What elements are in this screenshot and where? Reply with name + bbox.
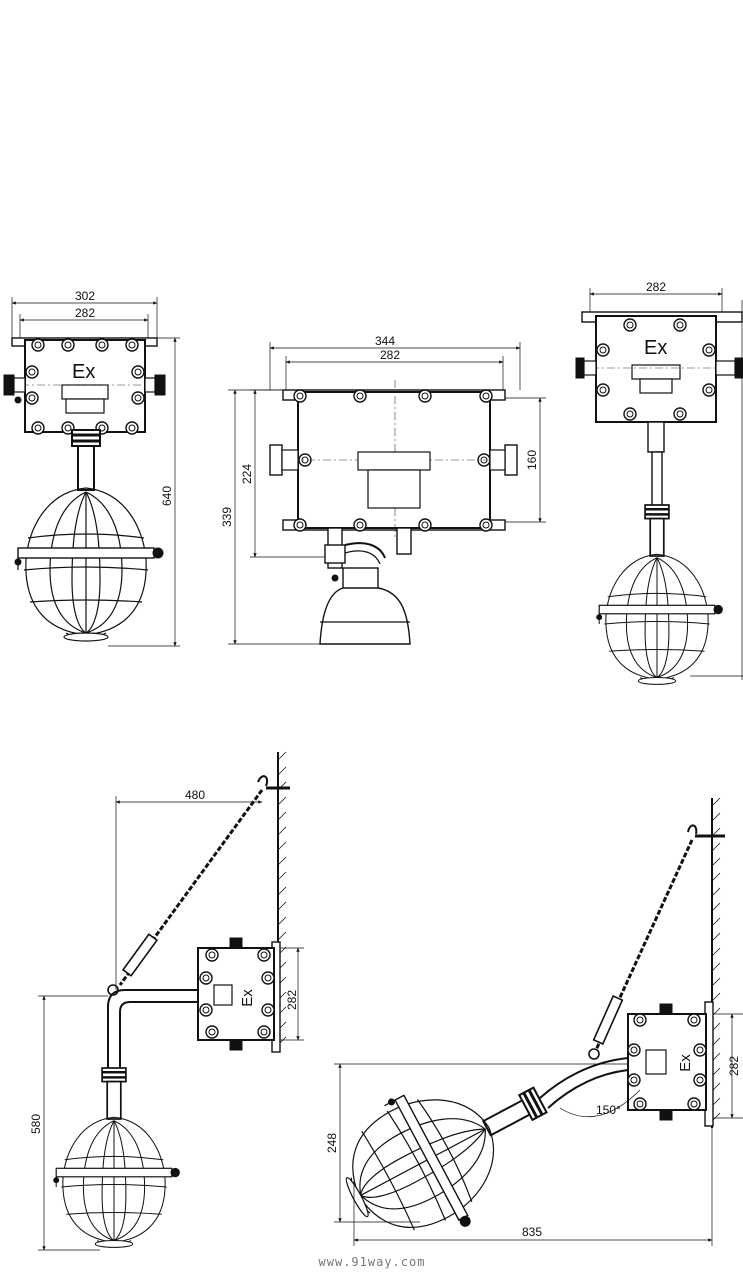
dim-front-inner-width: 282 xyxy=(19,306,149,340)
right-view: 282 Ex xyxy=(575,280,743,686)
dim-front-outer-width: 302 xyxy=(11,289,158,345)
dim-side-outer-width: 344 xyxy=(269,334,521,390)
dim-pendant-reach: 480 xyxy=(115,788,263,990)
angled-junction-box xyxy=(627,1013,707,1111)
dim-angled-reach: 835 xyxy=(353,1128,713,1246)
side-dim-224: 224 xyxy=(240,464,254,484)
support-arm-left xyxy=(107,989,198,1070)
dim-angled-drop: 248 xyxy=(325,1063,628,1223)
angled-angle-label: 150° xyxy=(596,1103,621,1117)
watermark: www.91way.com xyxy=(319,1255,426,1269)
pendant-dim-282: 282 xyxy=(285,990,299,1010)
side-dim-344: 344 xyxy=(375,334,395,348)
angled-dim-248: 248 xyxy=(325,1133,339,1153)
right-ex-mark: Ex xyxy=(644,337,667,359)
turnbuckle-left xyxy=(121,933,159,977)
right-lamp-cage xyxy=(595,503,724,686)
wall-hook-left xyxy=(257,775,268,787)
front-nameplate xyxy=(61,384,109,400)
side-nameplate xyxy=(357,451,431,471)
dim-right-width: 282 xyxy=(589,280,723,312)
side-dim-339: 339 xyxy=(220,507,234,527)
dim-side-box-height: 160 xyxy=(505,397,546,523)
angled-dim-282: 282 xyxy=(727,1056,741,1076)
dim-side-total-height: 339 xyxy=(220,389,320,645)
front-lamp-cage xyxy=(13,428,165,643)
front-dim-302: 302 xyxy=(75,289,95,303)
angle-arc xyxy=(559,1089,641,1117)
dim-pendant-box-height: 282 xyxy=(280,947,304,1041)
angled-dim-835: 835 xyxy=(522,1225,542,1239)
dim-front-height: 640 xyxy=(108,337,180,647)
dim-side-inner-width: 282 xyxy=(285,348,504,390)
front-dim-640: 640 xyxy=(160,486,174,506)
right-dim-282: 282 xyxy=(646,280,666,294)
side-dim-282: 282 xyxy=(380,348,400,362)
pendant-dim-580: 580 xyxy=(29,1114,43,1134)
wall-angled-view: Ex 150° 282 248 835 xyxy=(318,797,743,1269)
angled-ex-mark: Ex xyxy=(677,1054,694,1072)
wall-hook-right xyxy=(687,824,698,835)
front-view: 302 282 Ex xyxy=(3,289,180,647)
side-dim-160: 160 xyxy=(525,450,539,470)
dim-angled-box-height: 282 xyxy=(713,1013,743,1119)
front-ex-mark: Ex xyxy=(72,361,95,383)
turnbuckle-right xyxy=(592,994,624,1046)
wall-pendant-view: Ex 480 282 580 xyxy=(29,751,304,1251)
front-dim-282: 282 xyxy=(75,306,95,320)
side-lamp xyxy=(319,527,412,645)
pendant-dim-480: 480 xyxy=(185,788,205,802)
dim-pendant-drop: 580 xyxy=(29,995,108,1251)
front-cable-glands xyxy=(3,374,166,404)
pendant-ex-mark: Ex xyxy=(239,989,256,1007)
side-view: 344 282 160 xyxy=(220,334,546,645)
pendant-lamp-cage xyxy=(52,1066,181,1249)
angled-support-arm xyxy=(539,1057,629,1099)
